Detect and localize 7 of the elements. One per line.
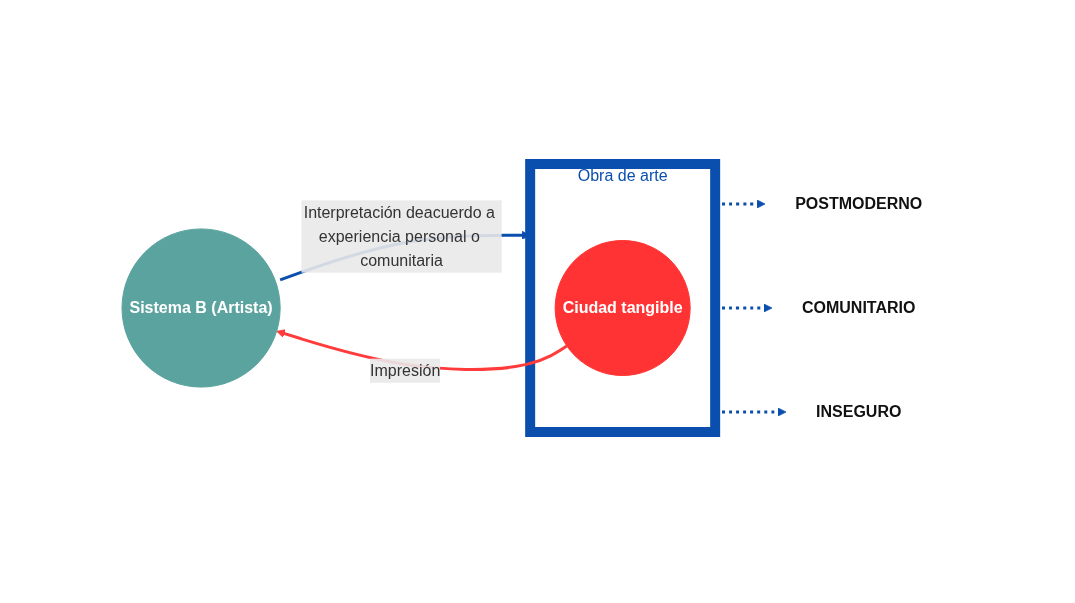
node-circle: Ciudad tangible — [555, 240, 691, 376]
edge-label: Interpretación deacuerdo a experiencia personal o comunitaria — [304, 203, 496, 269]
edge-label: Impresión — [370, 361, 441, 379]
node-text: POSTMODERNO — [795, 195, 923, 212]
node-circle: Sistema B (Artista) — [121, 228, 281, 388]
node-text: COMUNITARIO — [802, 299, 916, 316]
node-text: INSEGURO — [816, 403, 902, 420]
